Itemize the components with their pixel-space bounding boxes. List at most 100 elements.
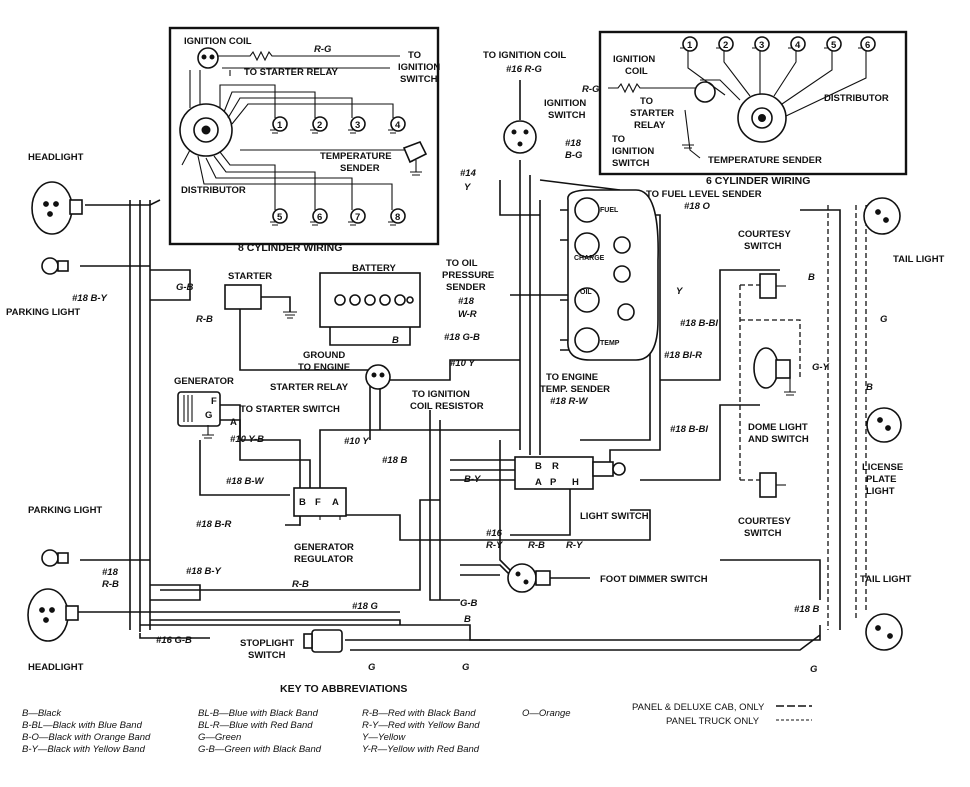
tail-light-top-icon (863, 197, 901, 235)
legend-text-1: PANEL & DELUXE CAB, ONLY (632, 702, 765, 713)
wire-10-y-1: #10 Y (450, 358, 476, 369)
wire-18-bg-1: #18 (565, 138, 582, 149)
six-cyl-to-ign-2: IGNITION (612, 146, 654, 157)
courtesy-switch-bottom-icon (759, 472, 786, 498)
six-cyl-temp-sender: TEMPERATURE SENDER (708, 155, 822, 166)
wire-16-rg: #16 R-G (506, 64, 543, 75)
six-cyl-ign-coil-2: COIL (625, 66, 648, 77)
to-fuel-level-sender: TO FUEL LEVEL SENDER (646, 189, 762, 200)
wire-18-gb: #18 G-B (444, 332, 480, 343)
six-cyl-plug-3: 3 (759, 40, 764, 51)
instrument-cluster (567, 189, 659, 361)
parking-light-bottom-label: PARKING LIGHT (28, 505, 102, 516)
key-item: Y-R—Yellow with Red Band (362, 744, 480, 755)
key-item: B-O—Black with Orange Band (22, 732, 151, 743)
six-cyl-wire-rg: R-G (582, 84, 600, 95)
generator-icon (177, 391, 221, 439)
stoplight-switch-2: SWITCH (248, 650, 286, 661)
to-ignition-coil-label: TO IGNITION COIL (483, 50, 566, 61)
key-item: B—Black (22, 708, 62, 719)
six-cyl-plug-1: 1 (687, 40, 693, 51)
eight-cyl-plug-7: 7 (355, 212, 360, 223)
generator-label: GENERATOR (174, 376, 234, 387)
courtesy-top-2: SWITCH (744, 241, 782, 252)
license-3: LIGHT (866, 486, 895, 497)
key-item: B-Y—Black with Yellow Band (22, 744, 146, 755)
wire-g-stop-2: G (462, 662, 470, 673)
ls-term-a: A (535, 477, 542, 488)
eight-cyl-temp-sender (402, 140, 428, 176)
gen-reg-label-1: GENERATOR (294, 542, 354, 553)
eight-cyl-plug-3: 3 (355, 120, 360, 131)
headlight-bottom-icon (27, 588, 79, 642)
tail-light-bottom-icon (865, 613, 903, 651)
ignition-switch-icon (503, 120, 537, 154)
parking-light-top-label: PARKING LIGHT (6, 307, 80, 318)
wire-18-b-mid: #18 B (382, 455, 407, 466)
six-cyl-coil-resistor (608, 82, 700, 94)
wire-18-bbl-2: #18 B-Bl (670, 424, 708, 435)
wire-18-bbl-1: #18 B-Bl (680, 318, 718, 329)
gauge-fuel: FUEL (600, 207, 619, 214)
courtesy-bot-1: COURTESY (738, 516, 791, 527)
wire-10-y-2: #10 Y (344, 436, 370, 447)
gen-term-a: A (230, 417, 237, 428)
headlight-top-icon (31, 181, 83, 235)
reg-term-b: B (299, 497, 306, 508)
six-cyl-plug-4: 4 (795, 40, 801, 51)
eight-cyl-plug-1: 1 (277, 120, 283, 131)
wire-18-o: #18 O (684, 201, 710, 212)
wire-b-lic: B (866, 382, 873, 393)
courtesy-harness-dashed (739, 284, 801, 481)
to-engine-temp-1: TO ENGINE (546, 372, 598, 383)
eight-cyl-plug-4: 4 (395, 120, 401, 131)
starter-relay-icon (365, 364, 391, 390)
six-cyl-distributor (737, 93, 787, 143)
ground-to-engine-1: GROUND (303, 350, 345, 361)
wire-14-y: Y (464, 182, 472, 193)
ls-term-r: R (552, 461, 559, 472)
to-ign-coil-resistor-2: COIL RESISTOR (410, 401, 484, 412)
ignition-switch-1: IGNITION (544, 98, 586, 109)
to-oil-pressure-2: PRESSURE (442, 270, 494, 281)
eight-cyl-to-ign-3: SWITCH (400, 74, 438, 85)
wire-rb-left: R-B (196, 314, 213, 325)
foot-dimmer-label: FOOT DIMMER SWITCH (600, 574, 708, 585)
wire-gb-left: G-B (176, 282, 194, 293)
six-cyl-plug-markers (682, 36, 876, 52)
wire-18-b-tail: #18 B (794, 604, 819, 615)
wire-18-wr-2: W-R (458, 309, 477, 320)
to-oil-pressure-3: SENDER (446, 282, 486, 293)
eight-cyl-title: 8 CYLINDER WIRING (238, 242, 342, 254)
six-cyl-to-relay-2: STARTER (630, 108, 674, 119)
gauge-oil: OIL (580, 289, 592, 296)
ls-term-p: P (550, 477, 557, 488)
key-title: KEY TO ABBREVIATIONS (280, 683, 407, 695)
wire-gb-dim: G-B (460, 598, 478, 609)
dome-light-icon (753, 347, 796, 396)
light-switch-label: LIGHT SWITCH (580, 511, 649, 522)
wire-g-tail: G (880, 314, 888, 325)
six-cyl-to-ign-3: SWITCH (612, 158, 650, 169)
key-col-4-item: O—Orange (522, 708, 571, 719)
key-col-2: BL-B—Blue with Black Band BL-R—Blue with… (198, 708, 322, 755)
wire-18-wr-1: #18 (458, 296, 475, 307)
six-cyl-to-ign-1: TO (612, 134, 625, 145)
wire-ry-mid: R-Y (566, 540, 584, 551)
wire-14: #14 (460, 168, 477, 179)
eight-cyl-ignition-coil (197, 47, 219, 69)
wire-b-batt: B (392, 335, 399, 346)
wire-18-bot-left: #18 (102, 567, 119, 578)
key-item: R-Y—Red with Yellow Band (362, 720, 480, 731)
wire-18-br: #18 B-R (196, 519, 232, 530)
license-2: PLATE (866, 474, 896, 485)
tail-light-bottom-label: TAIL LIGHT (860, 574, 912, 585)
eight-cyl-temp-sender-2: SENDER (340, 163, 380, 174)
six-cyl-ignition-coil (694, 81, 716, 103)
wire-18-by-top: #18 B-Y (72, 293, 109, 304)
eight-cyl-plug-8: 8 (395, 212, 400, 223)
wire-y-right: Y (676, 286, 684, 297)
wire-18-rw: #18 R-W (550, 396, 589, 407)
